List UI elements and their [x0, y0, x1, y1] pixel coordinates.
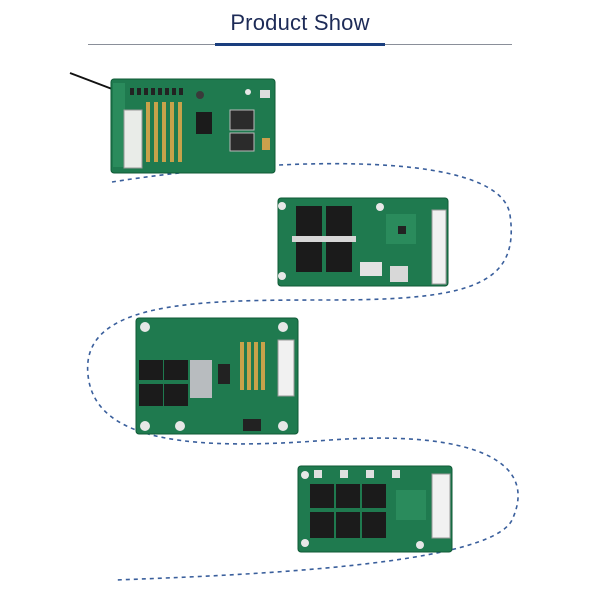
bms-board-1-icon — [69, 72, 276, 174]
bms-board-3-icon — [135, 317, 299, 435]
bms-board-4-icon — [297, 465, 453, 553]
bms-board-2-icon — [277, 197, 449, 287]
title-accent-bar — [215, 43, 385, 46]
page-title: Product Show — [230, 10, 370, 35]
